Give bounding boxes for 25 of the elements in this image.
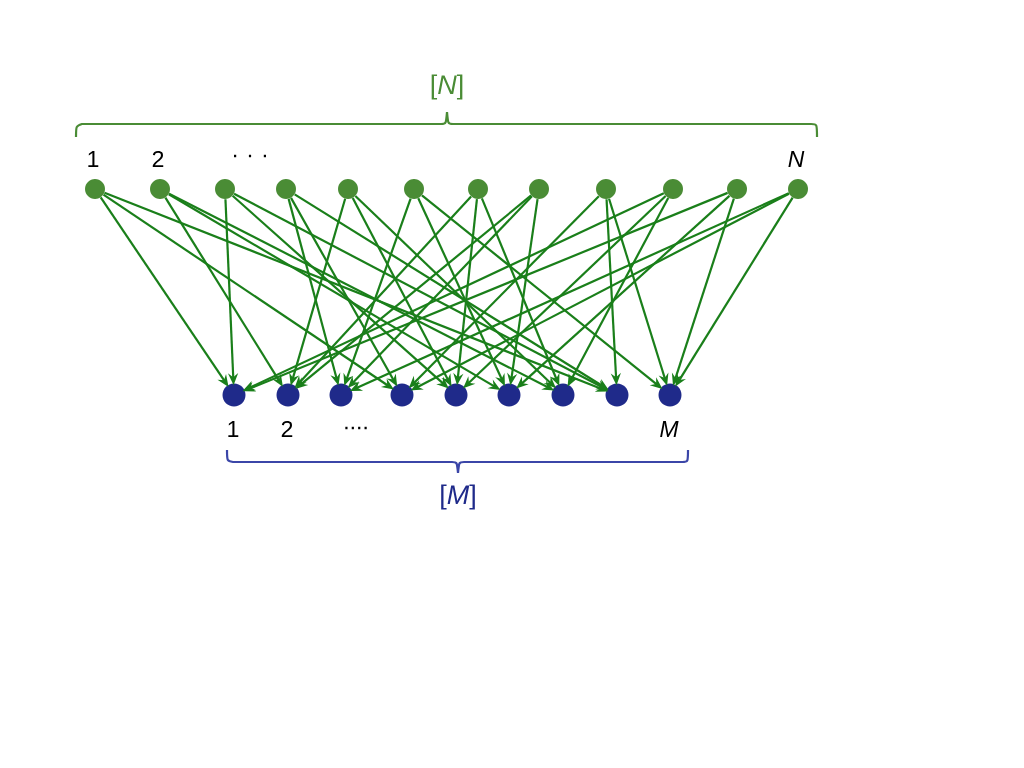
circle-node [551,383,575,407]
circle-node [663,179,683,199]
node-number: 1 [88,151,99,167]
node-number: 2 [152,150,164,168]
circle-node [596,179,616,199]
node-number: 2 [281,421,293,438]
circle-node [390,383,414,407]
circle-node [529,179,549,199]
circle-node [404,179,424,199]
bracket-label: [N] [431,74,463,100]
circle-node [329,383,353,407]
circle-node [276,179,296,199]
circle-node [338,179,358,199]
circle-node [605,383,629,407]
node-number: M [660,421,679,437]
node-number: N [788,151,805,167]
node-number: 1 [228,421,239,437]
circle-node [497,383,521,407]
circle-node [444,383,468,407]
circle-node [727,179,747,199]
ellipsis: . . . [234,154,266,158]
bracket-label: [M] [441,484,475,510]
ellipsis: .... [345,426,367,430]
circle-node [468,179,488,199]
circle-node [215,179,235,199]
